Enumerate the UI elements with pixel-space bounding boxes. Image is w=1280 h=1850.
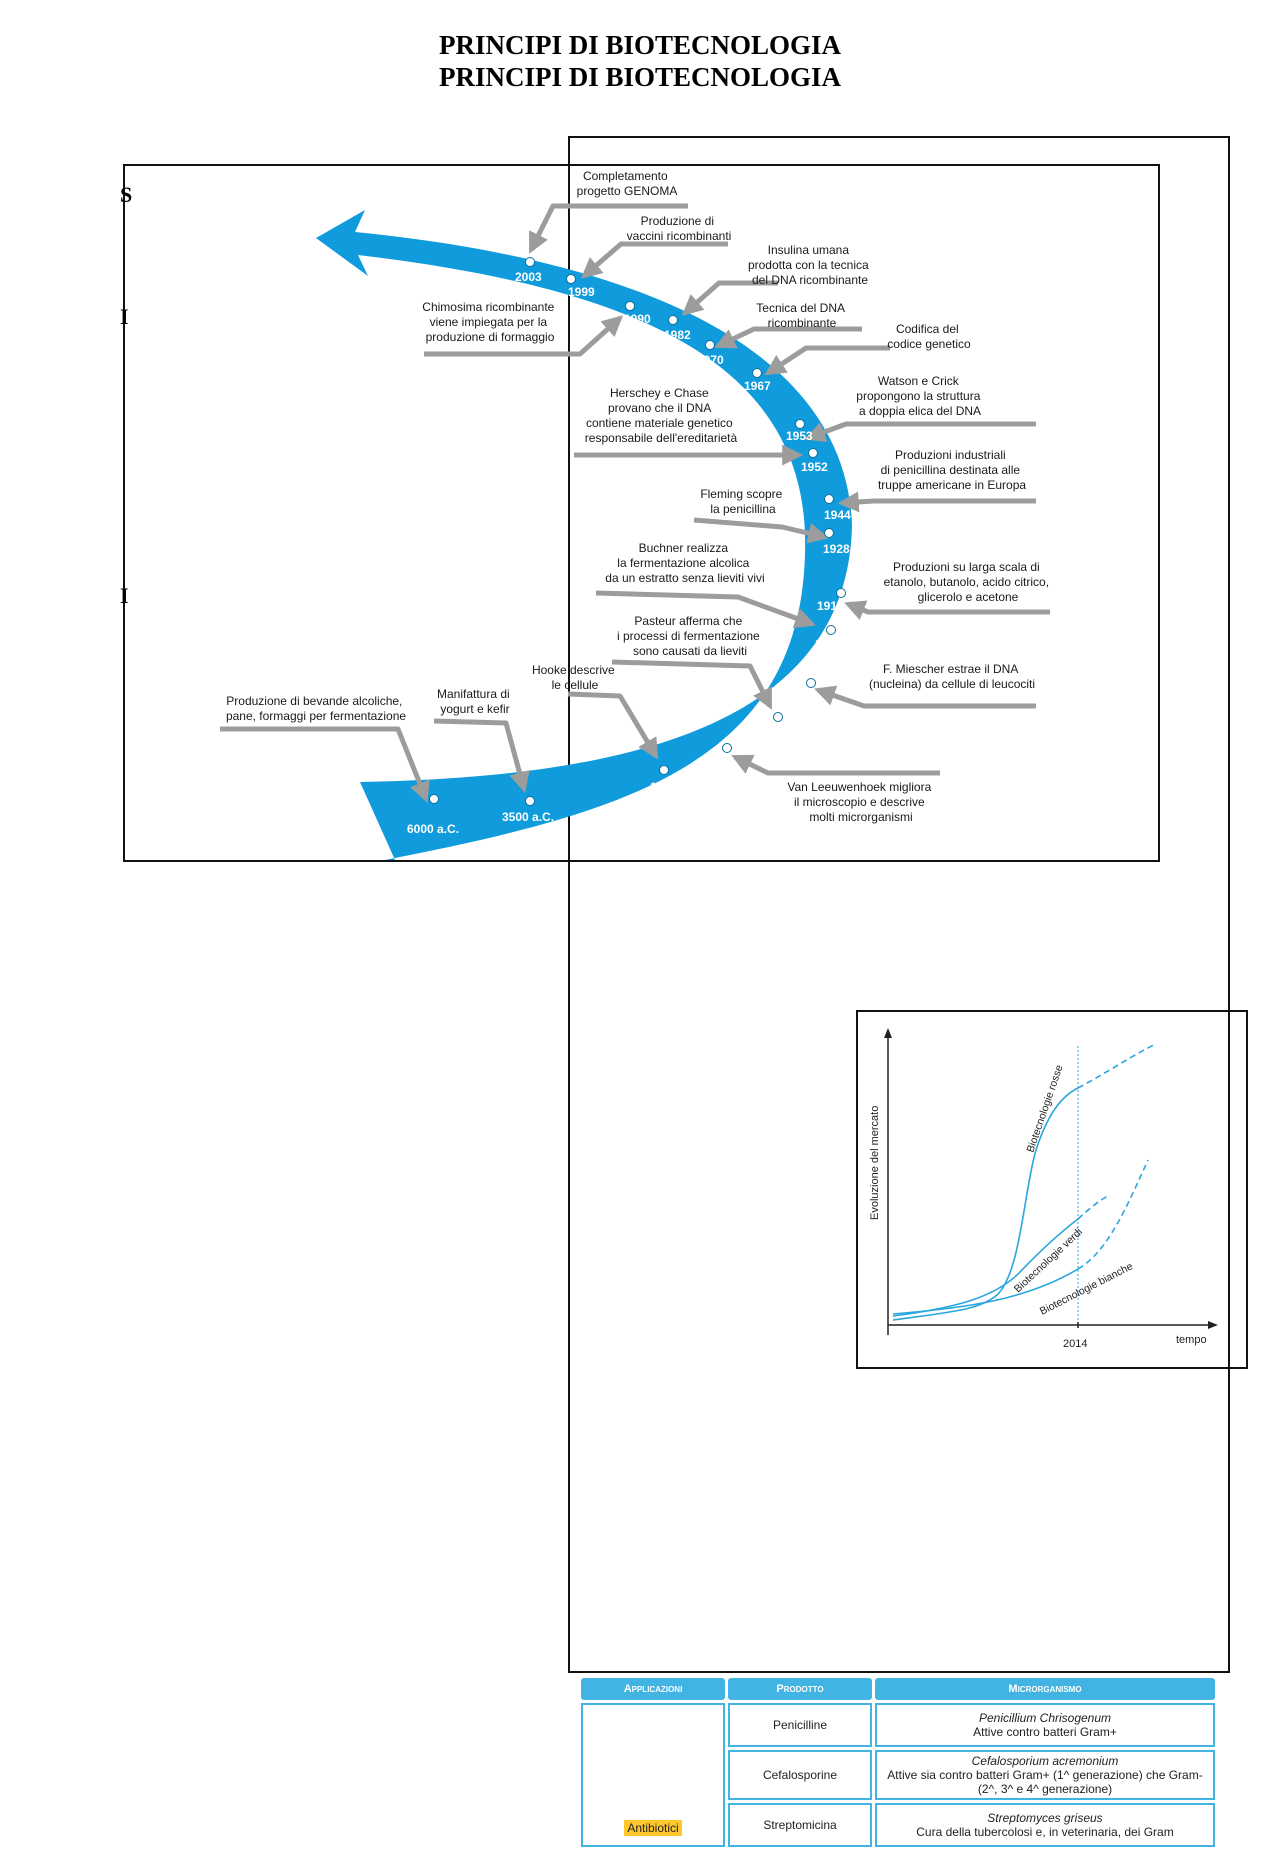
series-bianche-line [892,1268,1079,1315]
organism-cell: Penicillium Chrisogenum Attive contro ba… [875,1703,1215,1747]
category-antibiotici: Antibiotici [624,1820,682,1836]
event-codice-genetico: Codifica del codice genetico [887,322,971,351]
year-1897: 1897 [815,637,842,651]
category-cell: Antibiotici [581,1703,725,1847]
x-marker-label: 2014 [1063,1338,1087,1350]
header-applicazioni: Applicazioni [581,1678,725,1700]
header-prodotto: Prodotto [728,1678,872,1700]
event-insulina: Insulina umana prodotta con la tecnica d… [748,243,872,287]
year-2003: 2003 [515,270,542,284]
event-hooke: Hooke descrive le cellule [532,663,618,692]
series-rosse-label: Biotecnologie rosse [1024,1063,1065,1154]
connector-1953 [804,421,1036,443]
table-row: Cefalosporine Cefalosporium acremonium A… [581,1750,1215,1800]
connector-1663 [567,691,659,760]
series-bianche-projection [1077,1159,1149,1270]
connector-1982 [681,280,778,316]
event-vaccini: Produzione di vaccini ricombinanti [627,214,732,243]
year-1944: 1944 [824,508,851,522]
event-chimosima: Chimosima ricombinante viene impiegata p… [422,300,557,344]
year-1952: 1952 [801,460,828,474]
organism-cell: Streptomyces griseus Cura della tubercol… [875,1803,1215,1847]
year-1928: 1928 [823,542,850,556]
product-cell: Penicilline [728,1703,872,1747]
event-van-leeuwenhoek: Van Leeuwenhoek migliora il microscopio … [787,780,934,824]
connector-3500ac [433,718,530,794]
antibiotics-table: Applicazioni Prodotto Microrganismo Anti… [578,1675,1218,1850]
year-1967: 1967 [744,379,771,393]
series-verdi-label: Biotecnologie verdi [1012,1226,1085,1295]
series-rosse-line [892,1087,1079,1321]
event-miescher: F. Miescher estrae il DNA (nucleina) da … [869,662,1035,691]
page-title-line-2: PRINCIPI DI BIOTECNOLOGIA [438,62,842,92]
connector-6000ac [220,726,430,803]
year-1675: 1675 [704,756,731,770]
page-title-line-1: PRINCIPI DI BIOTECNOLOGIA [438,30,842,60]
year-1953: 1953 [786,429,813,443]
event-genoma: Completamento progetto GENOMA [577,169,678,198]
leaked-text-letter-2: I [120,583,129,608]
leaked-text-letter-1: I [120,304,129,329]
series-verdi-projection [1077,1195,1109,1220]
event-herschey-chase: Herschey e Chase provano che il DNA cont… [585,386,738,445]
connector-1859 [611,659,773,710]
market-chart-frame [856,1010,1248,1369]
connector-1999 [580,241,728,279]
timeline-arrow-band [316,210,852,860]
event-bevande-fermentazione: Produzione di bevande alcoliche, pane, f… [226,694,406,723]
event-pasteur: Pasteur afferma che i processi di fermen… [617,614,763,658]
year-1869: 1869 [790,689,817,703]
connector-1928 [693,517,830,544]
organism-cell: Cefalosporium acremonium Attive sia cont… [875,1750,1215,1800]
x-axis-label: tempo [1176,1334,1207,1346]
product-cell: Cefalosporine [728,1750,872,1800]
table-row: Antibiotici Penicilline Penicillium Chri… [581,1703,1215,1847]
timeline-figure-frame [123,164,1160,862]
event-produzioni-larga-scala: Produzioni su larga scala di etanolo, bu… [884,560,1053,604]
product-cell: Streptomicina [728,1803,872,1847]
year-1999: 1999 [568,285,595,299]
connector-1967 [764,345,890,376]
biotech-timeline: 6000 a.C. 3500 a.C. 1663 1675 1859 1869 … [220,169,1053,860]
market-chart: Evoluzione del mercato tempo 2014 Biotec… [869,1028,1218,1350]
event-watson-crick: Watson e Crick propongono la struttura a… [856,374,983,418]
year-1917: 1917 [817,599,844,613]
event-penicillina-industriale: Produzioni industriali di penicillina de… [878,448,1026,492]
year-1663: 1663 [650,780,677,794]
series-rosse-projection [1077,1043,1157,1089]
year-3500ac: 3500 a.C. [502,810,554,824]
series-bianche-label: Biotecnologie bianche [1038,1260,1135,1317]
connector-1869 [814,685,1036,709]
connector-1944 [837,491,1036,513]
connector-2003 [528,203,688,254]
y-axis-label: Evoluzione del mercato [869,1106,881,1220]
event-buchner: Buchner realizza la fermentazione alcoli… [605,541,764,585]
year-1990: 1990 [624,312,651,326]
connector-1990 [424,315,624,357]
event-tecnica-dna: Tecnica del DNA ricombinante [756,301,847,330]
connector-1917 [844,600,1050,620]
connector-1675 [731,754,940,776]
year-1970: 1970 [697,353,724,367]
year-1982: 1982 [664,328,691,342]
leaked-heading-letter: S [120,182,133,207]
event-fleming: Fleming scopre la penicillina [700,487,785,516]
header-microrganismo: Microrganismo [875,1678,1215,1700]
year-6000ac: 6000 a.C. [407,822,459,836]
year-1859: 1859 [760,723,787,737]
right-figure-frame [568,136,1230,1673]
event-yogurt-kefir: Manifattura di yogurt e kefir [437,687,513,716]
connector-1897 [595,590,816,629]
connector-1970 [714,326,862,349]
